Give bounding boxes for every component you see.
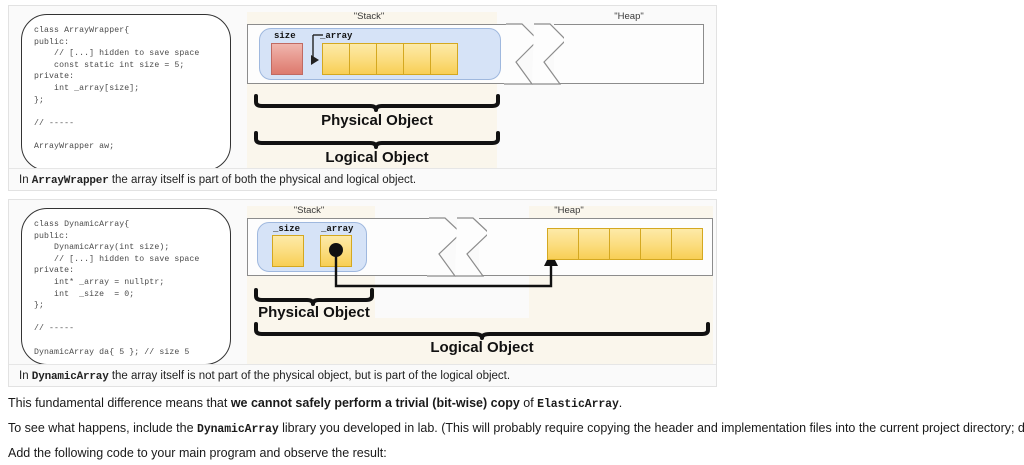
p1-code-elasticarray: ElasticArray [537, 398, 619, 411]
var-label-size-2: _size [273, 224, 301, 234]
figure1-caption-post: the array itself is part of both the phy… [111, 174, 417, 186]
code-card-dynamic-array: class DynamicArray{ public: DynamicArray… [21, 208, 231, 365]
stack-cell-size-2 [272, 235, 304, 267]
figure1-caption: In ArrayWrapper the array itself is part… [9, 168, 716, 190]
brace-physical-2 [254, 288, 374, 306]
heap-label-2: "Heap" [554, 205, 584, 216]
var-label-array-1: _array [320, 31, 353, 41]
heap-array-cells-2 [547, 228, 703, 260]
p2-code-dynamicarray: DynamicArray [197, 423, 279, 436]
stack-label-1: "Stack" [353, 11, 385, 22]
figure2-caption-pre: In [19, 370, 29, 382]
brace-logical-2 [254, 322, 710, 340]
figure2-brace-band-logical [247, 318, 713, 365]
array-cell [609, 228, 641, 260]
memory-break-zigzag-1 [504, 23, 564, 85]
array-cell [403, 43, 431, 75]
figure-dynamic-array: class DynamicArray{ public: DynamicArray… [8, 199, 717, 387]
p1-text-c: . [618, 396, 623, 410]
figure1-caption-pre: In [19, 174, 29, 186]
array-cell [376, 43, 404, 75]
heap-memory-strip-1 [554, 24, 704, 84]
figure2-caption-code: DynamicArray [31, 371, 109, 383]
code-text-dynamic-array: class DynamicArray{ public: DynamicArray… [34, 220, 200, 357]
paragraph-bitwise-copy: This fundamental difference means that w… [8, 396, 622, 412]
figure1-body: class ArrayWrapper{ public: // [...] hid… [9, 6, 716, 190]
brace-physical-1 [254, 94, 500, 112]
array-cell [578, 228, 610, 260]
p1-text-a: This fundamental difference means that [8, 396, 231, 410]
figure2-body: class DynamicArray{ public: DynamicArray… [9, 200, 716, 386]
var-label-array-2: _array [321, 224, 354, 234]
array-cell [430, 43, 458, 75]
array-cell [349, 43, 377, 75]
paragraph-add-code: Add the following code to your main prog… [8, 446, 387, 460]
figure2-caption-post: the array itself is not part of the phys… [111, 370, 511, 382]
logical-object-label-1: Logical Object [325, 149, 429, 166]
physical-object-label-1: Physical Object [321, 112, 433, 129]
var-label-size-1: size [274, 31, 296, 41]
array-cell [322, 43, 350, 75]
code-card-array-wrapper: class ArrayWrapper{ public: // [...] hid… [21, 14, 231, 171]
p1-bold: we cannot safely perform a trivial (bit-… [230, 396, 520, 410]
p2-text-a: To see what happens, include the [8, 421, 198, 435]
array-elbow-arrow-1 [311, 34, 323, 65]
code-text-array-wrapper: class ArrayWrapper{ public: // [...] hid… [34, 26, 200, 151]
memory-break-zigzag-2 [427, 217, 487, 277]
heap-label-1: "Heap" [614, 11, 644, 22]
array-cell [640, 228, 672, 260]
array-cell [547, 228, 579, 260]
figure-array-wrapper: class ArrayWrapper{ public: // [...] hid… [8, 5, 717, 191]
logical-object-label-2: Logical Object [430, 339, 534, 356]
paragraph-include-library: To see what happens, include the Dynamic… [8, 421, 1024, 437]
stack-cell-size-1 [271, 43, 303, 75]
brace-logical-1 [254, 131, 500, 149]
figure2-caption: In DynamicArray the array itself is not … [9, 364, 716, 386]
array-cell [671, 228, 703, 260]
physical-object-label-2: Physical Object [258, 304, 370, 321]
p2-text-b: library you developed in lab. (This will… [278, 421, 1024, 435]
p1-text-b: of [519, 396, 538, 410]
stack-array-cells-1 [322, 43, 458, 75]
stack-label-2: "Stack" [293, 205, 325, 216]
figure1-caption-code: ArrayWrapper [31, 175, 109, 187]
